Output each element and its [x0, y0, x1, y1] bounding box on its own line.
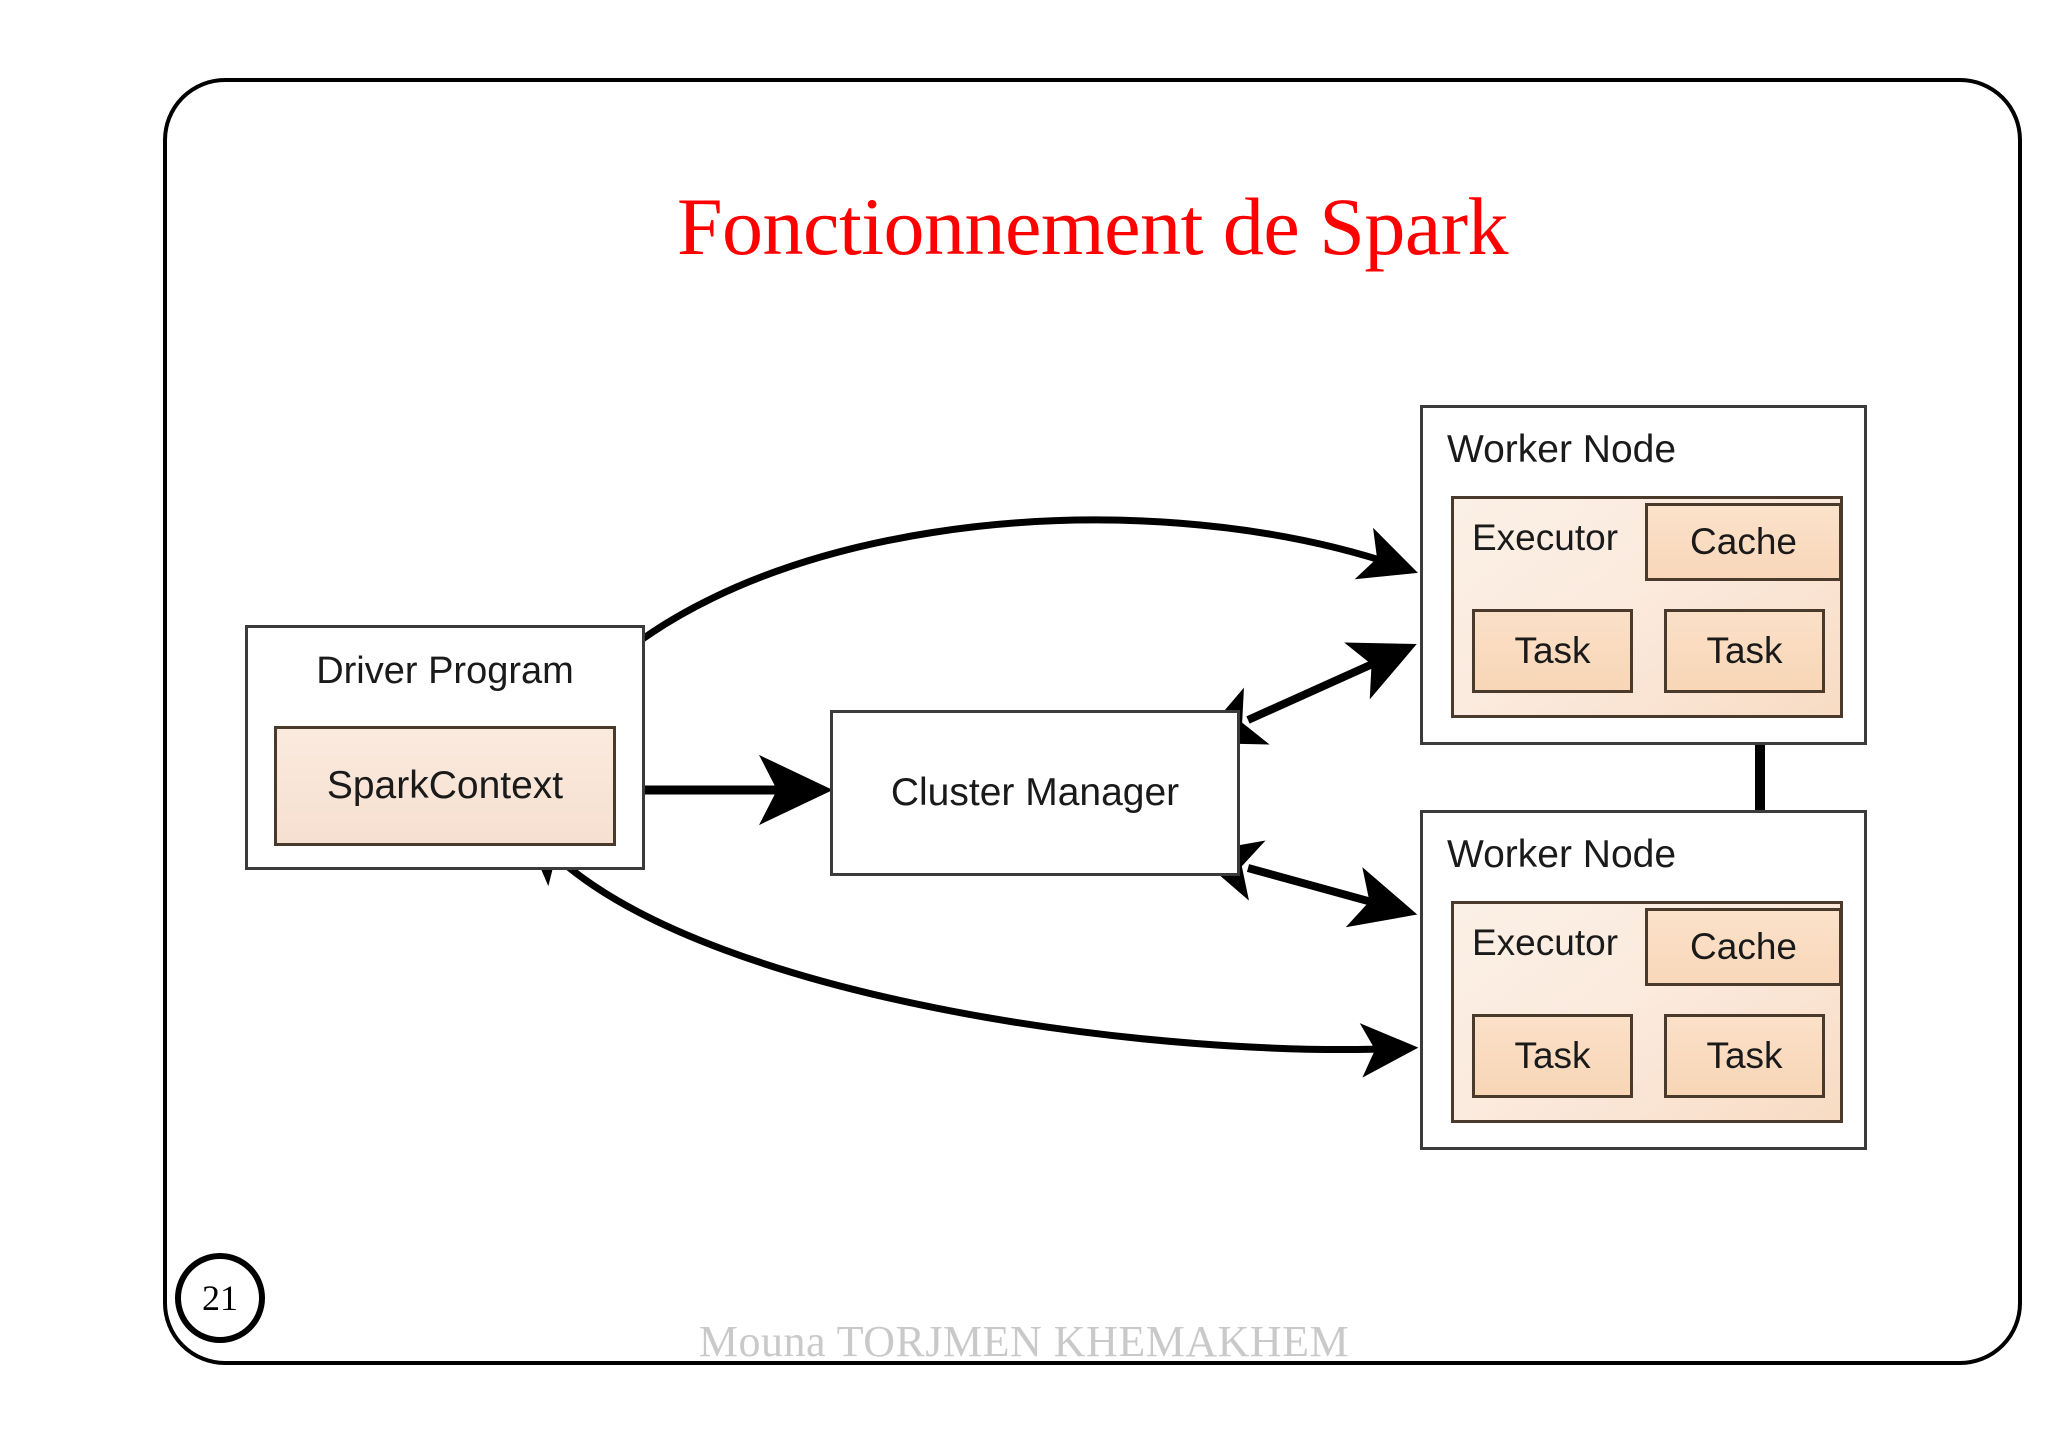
cache-box[interactable]: Cache — [1645, 503, 1842, 581]
footer-author: Mouna TORJMEN KHEMAKHEM — [698, 1317, 1350, 1366]
worker-node-label: Worker Node — [1447, 428, 1677, 471]
task-label: Task — [1706, 630, 1783, 671]
connector-cluster-manager-to-worker-node-2 — [1194, 840, 1418, 928]
cluster-manager-box[interactable]: Cluster Manager — [830, 710, 1240, 876]
worker-node-label: Worker Node — [1447, 833, 1677, 876]
executor-label: Executor — [1472, 922, 1619, 963]
page-number-badge: 21 — [175, 1253, 265, 1343]
executor-box[interactable]: Executor Cache Task Task — [1451, 901, 1843, 1123]
executor-label: Executor — [1472, 517, 1619, 558]
worker-node-box[interactable]: Worker Node Executor Cache Task Task — [1420, 810, 1867, 1150]
task-box[interactable]: Task — [1664, 609, 1825, 693]
task-box[interactable]: Task — [1472, 609, 1633, 693]
page-number: 21 — [202, 1278, 238, 1318]
cluster-manager-label: Cluster Manager — [890, 771, 1180, 814]
task-label: Task — [1514, 630, 1591, 671]
connector-sparkcontext-to-worker-node-2 — [523, 827, 1419, 1078]
connector-sparkcontext-to-worker-node-1 — [531, 516, 1418, 761]
task-box[interactable]: Task — [1472, 1014, 1633, 1098]
connector-cluster-manager-to-worker-node-1 — [1196, 642, 1417, 745]
task-label: Task — [1514, 1035, 1591, 1076]
spark-context-label: SparkContext — [326, 764, 564, 807]
cache-label: Cache — [1690, 926, 1797, 967]
driver-program-box[interactable]: Driver Program SparkContext — [245, 625, 645, 870]
task-box[interactable]: Task — [1664, 1014, 1825, 1098]
cache-box[interactable]: Cache — [1645, 908, 1842, 986]
executor-box[interactable]: Executor Cache Task Task — [1451, 496, 1843, 718]
cache-label: Cache — [1690, 521, 1797, 562]
spark-context-box[interactable]: SparkContext — [274, 726, 616, 846]
page-title: Fonctionnement de Spark — [676, 181, 1509, 272]
worker-node-box[interactable]: Worker Node Executor Cache Task Task — [1420, 405, 1867, 745]
driver-program-label: Driver Program — [316, 650, 574, 692]
task-label: Task — [1706, 1035, 1783, 1076]
